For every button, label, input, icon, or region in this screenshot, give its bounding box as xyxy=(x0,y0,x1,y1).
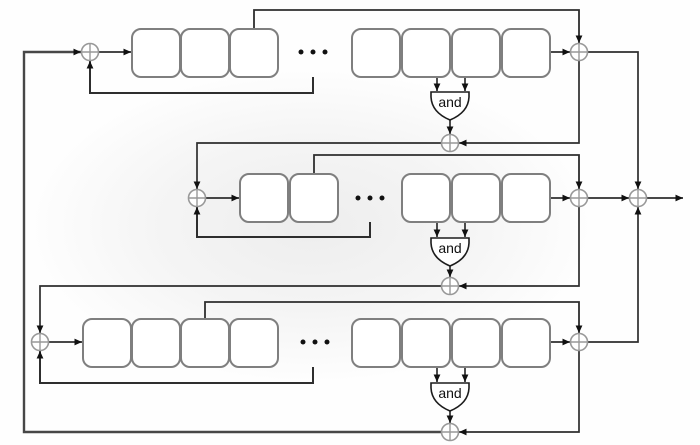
register-c-cell xyxy=(401,318,451,368)
register-c-cell xyxy=(131,318,181,368)
wire-a-tap-to-out xyxy=(253,9,580,43)
wire-b-out-to-t2 xyxy=(459,206,580,287)
register-a-cell xyxy=(401,28,451,78)
wire-a-and-input-2-arrowhead xyxy=(461,83,469,91)
wire-b-register-to-out-arrowhead xyxy=(562,194,570,202)
wire-c-in-to-register-arrowhead xyxy=(74,338,82,346)
and-gate-icon xyxy=(430,382,470,412)
wire-c-tap-to-out xyxy=(204,301,580,333)
wire-a-and-to-t1-arrowhead xyxy=(446,126,454,134)
register-b-cell xyxy=(289,173,339,223)
register-b-ellipsis-dot xyxy=(367,195,373,201)
wire-b-in-to-register-arrowhead xyxy=(231,194,239,202)
wire-c-register-to-out-arrowhead xyxy=(562,338,570,346)
and-gate-label: and xyxy=(438,94,461,110)
wire-a-and-input-1-arrowhead xyxy=(433,83,441,91)
wire-c-and-input-2-arrowhead xyxy=(461,374,469,382)
register-c-cell xyxy=(451,318,501,368)
register-c-ellipsis-dot xyxy=(324,339,330,345)
register-a-cell xyxy=(501,28,551,78)
wire-b-and-input-2-arrowhead xyxy=(461,229,469,237)
wire-a-out-to-keystream xyxy=(587,51,639,189)
wire-c-feedback-arrowhead xyxy=(36,351,44,359)
register-b-ellipsis-dot xyxy=(355,195,361,201)
wire-b-feedback xyxy=(196,207,371,238)
register-b-cell xyxy=(501,173,551,223)
register-b-cell xyxy=(401,173,451,223)
wire-c-feedback xyxy=(39,351,314,384)
wire-a-out-to-t1-arrowhead xyxy=(459,139,467,147)
wire-t3-to-a-in xyxy=(22,50,442,434)
register-a-cell xyxy=(451,28,501,78)
wire-b-out-to-keystream-arrowhead xyxy=(621,194,629,202)
and-gate-label: and xyxy=(438,240,461,256)
register-c-cell xyxy=(180,318,230,368)
wire-b-tap-to-out-arrowhead xyxy=(575,181,583,189)
wire-a-feedback xyxy=(89,61,314,94)
wire-t1-to-b-in-arrowhead xyxy=(193,181,201,189)
wire-a-out-to-keystream-arrowhead xyxy=(634,181,642,189)
wire-a-register-to-out-arrowhead xyxy=(562,48,570,56)
register-a-cell xyxy=(180,28,230,78)
register-c-ellipsis-dot xyxy=(300,339,306,345)
register-c-cell xyxy=(501,318,551,368)
wire-b-tap-to-out xyxy=(313,154,580,189)
register-c-ellipsis-dot xyxy=(312,339,318,345)
wire-c-out-to-keystream xyxy=(587,207,639,343)
and-gate-icon xyxy=(430,91,470,121)
wire-c-tap-to-out-arrowhead xyxy=(575,325,583,333)
wire-b-out-to-t2-arrowhead xyxy=(459,282,467,290)
wire-c-out-to-t3 xyxy=(459,350,580,433)
register-b-cell xyxy=(239,173,289,223)
register-b-cell xyxy=(451,173,501,223)
and-gate-label: and xyxy=(438,385,461,401)
and-gate-icon xyxy=(430,237,470,267)
wire-a-in-to-register-arrowhead xyxy=(123,48,131,56)
register-a-ellipsis-dot xyxy=(322,49,328,55)
wire-b-and-input-1-arrowhead xyxy=(433,229,441,237)
wire-c-and-to-t3-arrowhead xyxy=(446,415,454,423)
register-a-cell xyxy=(351,28,401,78)
register-c-cell xyxy=(82,318,132,368)
wire-t1-to-b-in xyxy=(196,142,442,189)
wire-c-and-input-1-arrowhead xyxy=(433,374,441,382)
register-a-ellipsis-dot xyxy=(298,49,304,55)
wire-c-out-to-t3-arrowhead xyxy=(459,428,467,436)
register-c-cell xyxy=(229,318,279,368)
wire-t3-to-a-in-arrowhead xyxy=(73,48,81,56)
wire-t2-to-c-in-arrowhead xyxy=(36,325,44,333)
register-b-ellipsis-dot xyxy=(379,195,385,201)
wire-b-feedback-arrowhead xyxy=(193,207,201,215)
wire-t2-to-c-in xyxy=(39,285,442,333)
wire-c-out-to-keystream-arrowhead xyxy=(634,207,642,215)
register-a-cell xyxy=(229,28,279,78)
register-a-ellipsis-dot xyxy=(310,49,316,55)
wire-a-out-to-t1 xyxy=(459,60,580,144)
wire-a-tap-to-out-arrowhead xyxy=(575,35,583,43)
wire-a-feedback-arrowhead xyxy=(86,61,94,69)
wire-keystream-output-arrowhead xyxy=(675,194,683,202)
register-c-cell xyxy=(351,318,401,368)
register-a-cell xyxy=(131,28,181,78)
wire-b-and-to-t2-arrowhead xyxy=(446,269,454,277)
